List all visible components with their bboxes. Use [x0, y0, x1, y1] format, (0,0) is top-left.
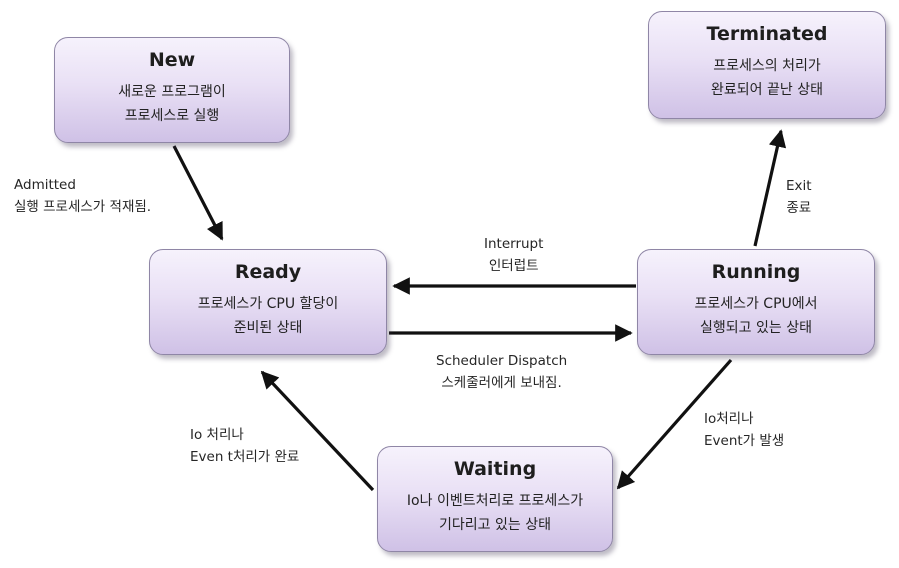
- state-ready-desc-line1: 프로세스가 CPU 할당이: [197, 296, 339, 312]
- state-running-title: Running: [711, 261, 801, 283]
- state-running: Running 프로세스가 CPU에서 실행되고 있는 상태: [637, 249, 875, 355]
- transition-label-admitted-line1: Admitted: [14, 177, 76, 193]
- state-running-desc: 프로세스가 CPU에서 실행되고 있는 상태: [638, 292, 874, 340]
- state-waiting: Waiting Io나 이벤트처리로 프로세스가 기다리고 있는 상태: [377, 446, 613, 552]
- transition-label-exit-line1: Exit: [786, 178, 812, 194]
- state-waiting-title: Waiting: [453, 458, 537, 480]
- state-terminated-desc-line2: 완료되어 끝난 상태: [711, 82, 823, 98]
- transition-label-dispatch: Scheduler Dispatch 스케줄러에게 보내짐.: [436, 350, 567, 394]
- transition-label-interrupt-line1: Interrupt: [484, 236, 544, 252]
- transition-label-io-done-line2: Even t처리가 완료: [190, 449, 300, 465]
- state-new-desc-line2: 프로세스로 실행: [124, 108, 220, 124]
- transition-label-admitted: Admitted 실행 프로세스가 적재됨.: [14, 174, 151, 218]
- state-terminated-title: Terminated: [706, 23, 828, 45]
- transition-label-exit-line2: 종료: [786, 200, 812, 216]
- transition-label-dispatch-line1: Scheduler Dispatch: [436, 353, 568, 369]
- state-waiting-desc-line1: Io나 이벤트처리로 프로세스가: [406, 493, 584, 509]
- state-new-title: New: [148, 49, 196, 71]
- transition-label-admitted-line2: 실행 프로세스가 적재됨.: [14, 199, 152, 215]
- transition-label-io-event-line1: Io처리나: [704, 411, 754, 427]
- arrow-new-to-ready: [172, 145, 224, 241]
- state-terminated-desc: 프로세스의 처리가 완료되어 끝난 상태: [649, 54, 885, 102]
- state-new-desc: 새로운 프로그램이 프로세스로 실행: [55, 80, 289, 128]
- transition-label-io-event-line2: Event가 발생: [704, 433, 785, 449]
- transition-label-io-done-line1: Io 처리나: [190, 427, 244, 443]
- state-running-desc-line1: 프로세스가 CPU에서: [694, 296, 818, 312]
- state-ready-desc-line2: 준비된 상태: [233, 320, 303, 336]
- arrow-running-to-waiting: [616, 358, 733, 490]
- state-waiting-desc: Io나 이벤트처리로 프로세스가 기다리고 있는 상태: [378, 489, 612, 537]
- transition-label-io-done: Io 처리나 Even t처리가 완료: [190, 424, 299, 468]
- transition-label-exit: Exit 종료: [786, 175, 812, 219]
- state-new: New 새로운 프로그램이 프로세스로 실행: [54, 37, 290, 143]
- state-ready-title: Ready: [234, 261, 302, 283]
- state-waiting-desc-line2: 기다리고 있는 상태: [439, 517, 551, 533]
- state-terminated: Terminated 프로세스의 처리가 완료되어 끝난 상태: [648, 11, 886, 119]
- state-ready-desc: 프로세스가 CPU 할당이 준비된 상태: [150, 292, 386, 340]
- arrow-running-to-terminated: [753, 129, 787, 247]
- state-ready: Ready 프로세스가 CPU 할당이 준비된 상태: [149, 249, 387, 355]
- state-new-desc-line1: 새로운 프로그램이: [118, 84, 226, 100]
- arrow-waiting-to-ready: [260, 370, 375, 492]
- transition-label-io-event: Io처리나 Event가 발생: [704, 408, 784, 452]
- transition-label-dispatch-line2: 스케줄러에게 보내짐.: [441, 375, 562, 391]
- state-running-desc-line2: 실행되고 있는 상태: [700, 320, 812, 336]
- transition-label-interrupt: Interrupt 인터럽트: [484, 233, 543, 277]
- transition-label-interrupt-line2: 인터럽트: [488, 258, 539, 274]
- state-terminated-desc-line1: 프로세스의 처리가: [713, 58, 821, 74]
